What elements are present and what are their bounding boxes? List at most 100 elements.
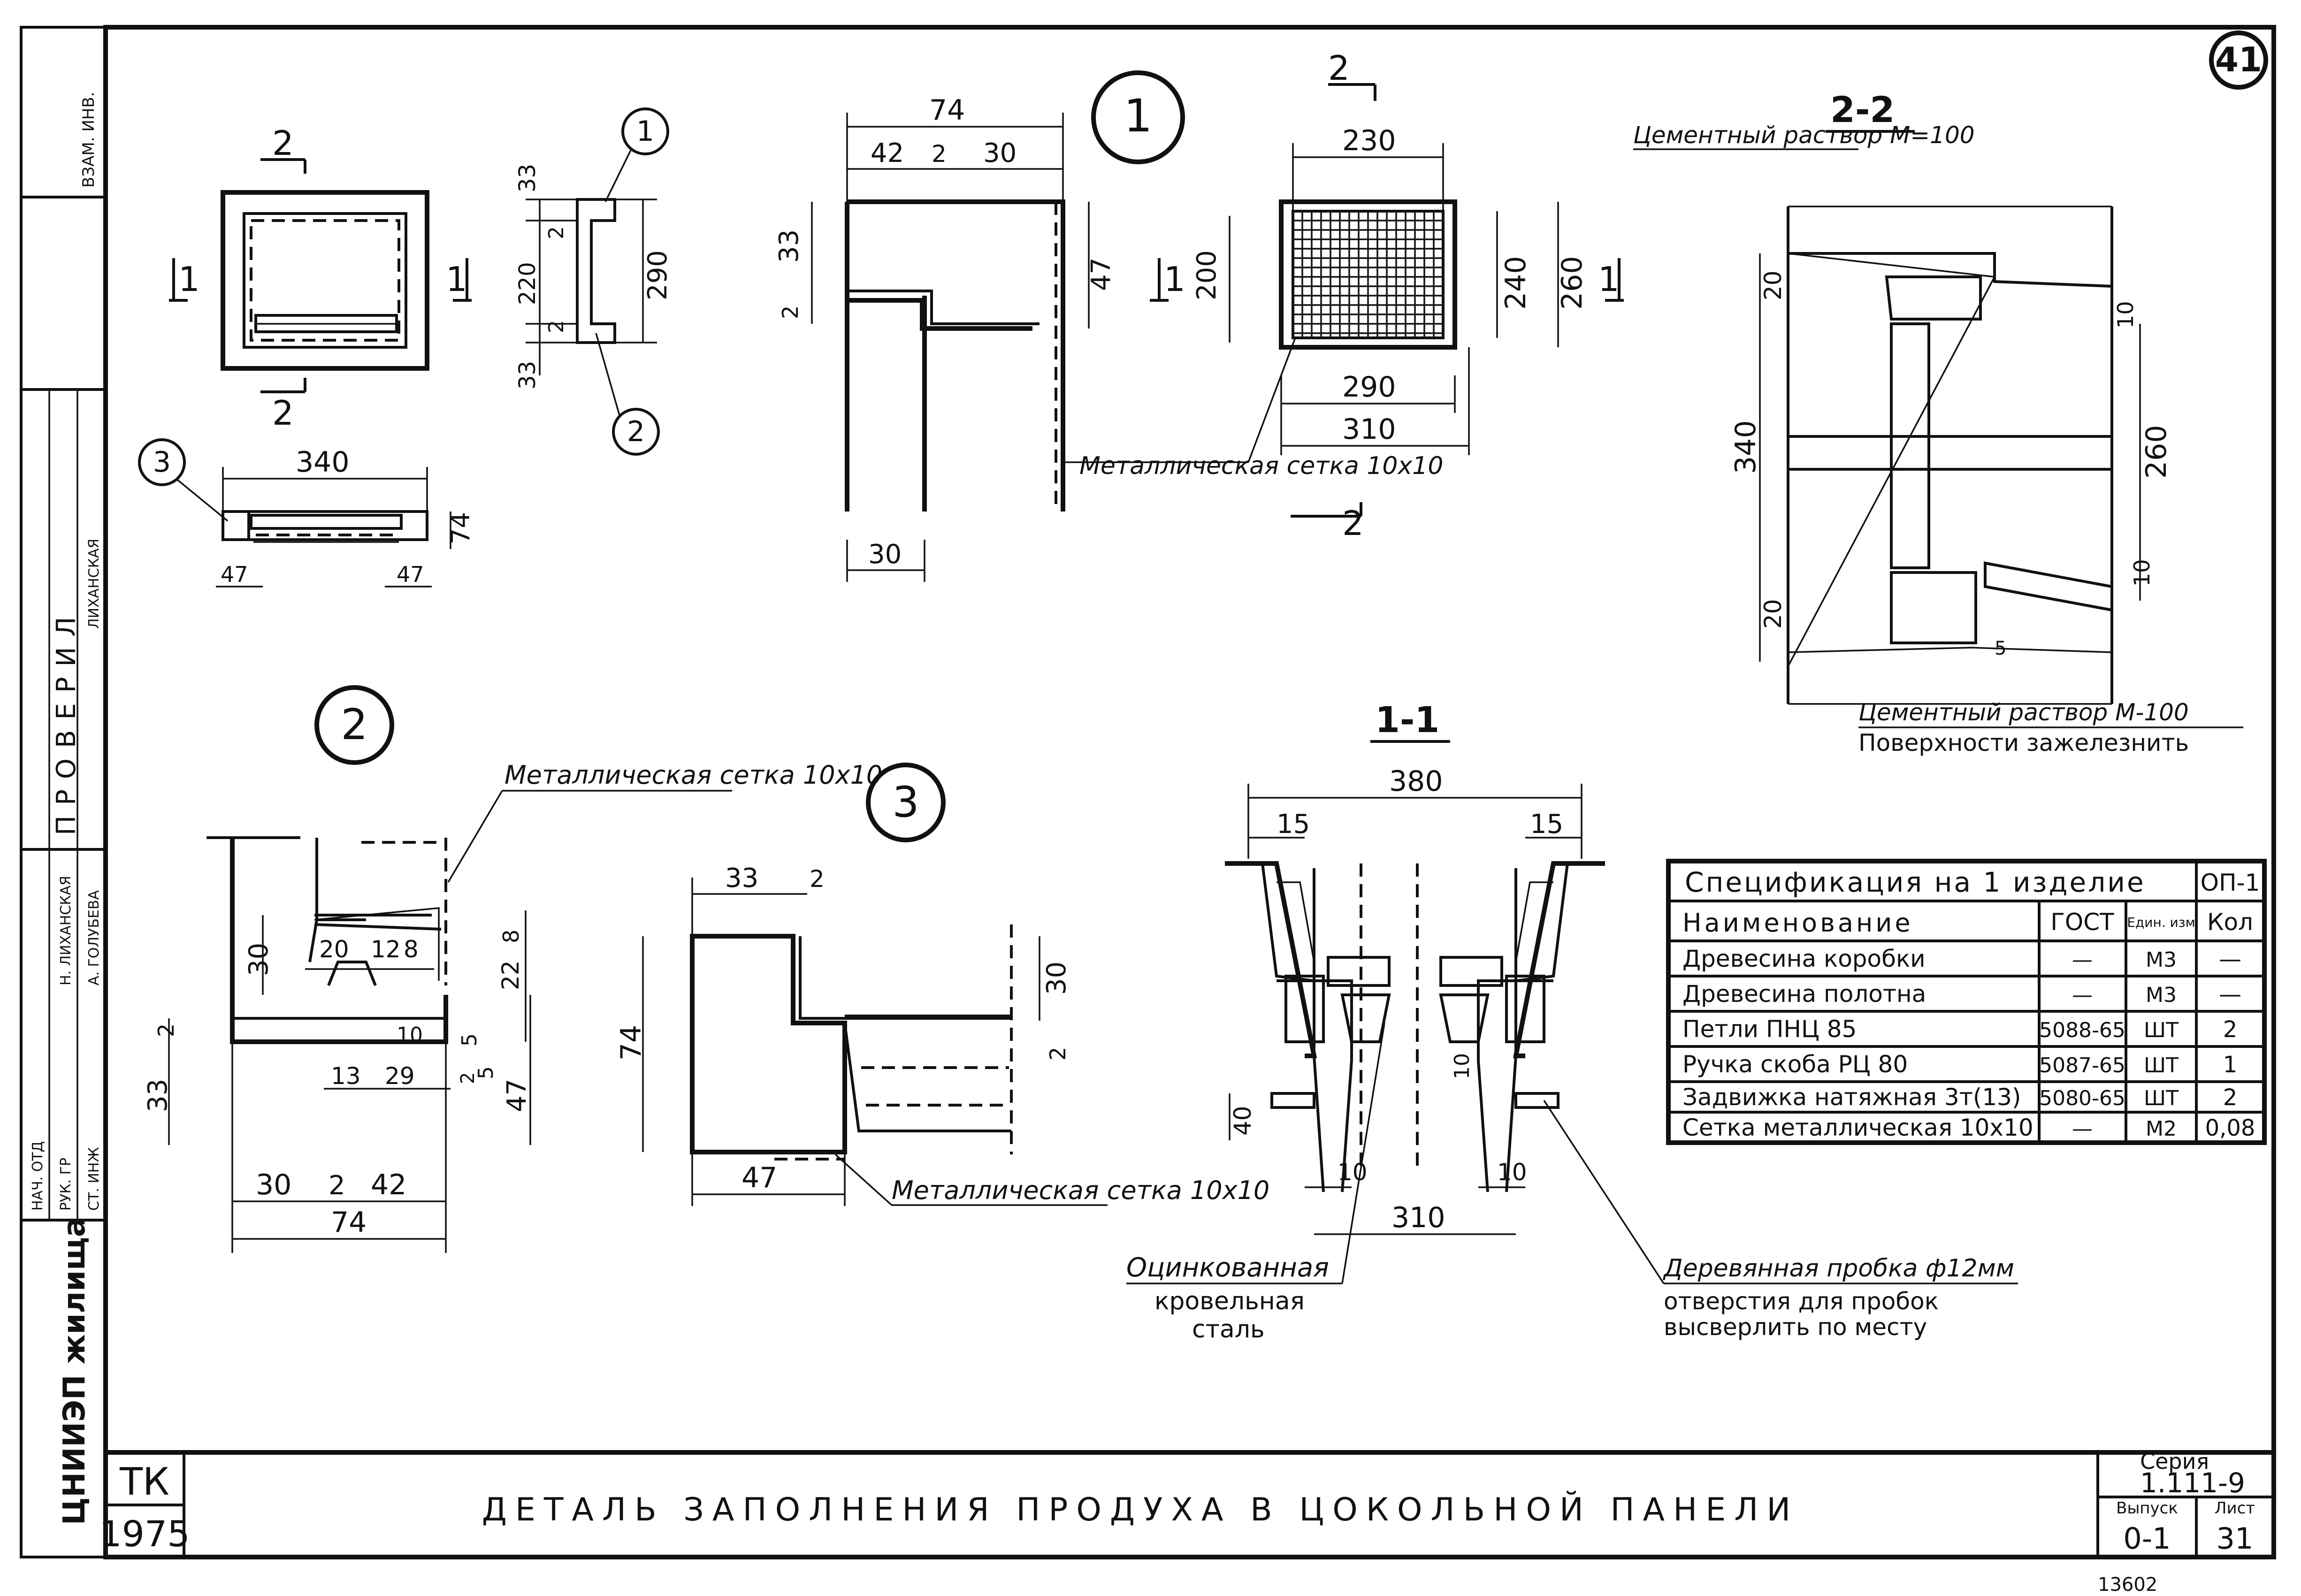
detail-2-dim-20: 20: [319, 936, 349, 963]
detail-2-dim-8-right: 8: [498, 930, 524, 943]
grid-dim-230: 230: [1342, 124, 1396, 157]
bottom-dim-47-right: 47: [397, 562, 424, 587]
grid-view: 2 2 1 1 230 200 240 260 290 310: [1150, 48, 1624, 543]
spec-cell-r2-c1: 5088-65: [2039, 1018, 2125, 1042]
page-value: 31: [2217, 1521, 2254, 1556]
spec-cell-r2-c2: ШТ: [2144, 1018, 2179, 1042]
section-1-1-note-right-1: Деревянная пробка ф12мм: [1663, 1254, 2014, 1283]
spec-cell-r0-c2: М3: [2146, 948, 2177, 972]
issue-label: Выпуск: [2116, 1499, 2178, 1518]
detail-2: 2 30 20 12 8 8 22 2 10 5 13 29 2 5 33 47…: [143, 685, 882, 1253]
detail-1-label: 1: [1124, 90, 1152, 142]
section-2-2-note-bottom-1: Цементный раствор М-100: [1858, 699, 2189, 726]
detail-2-dim-10: 10: [397, 1023, 423, 1047]
spec-cell-r4-c2: ШТ: [2144, 1086, 2179, 1110]
spec-cell-r0-c1: —: [2072, 948, 2093, 972]
detail-1-dim-74: 74: [929, 94, 965, 127]
detail-2-note: Металлическая сетка 10х10: [505, 760, 882, 790]
spec-title: Спецификация на 1 изделие: [1685, 866, 2146, 898]
section-1-1-dim-10-left: 10: [1338, 1159, 1368, 1186]
section-1-1-label: 1-1: [1375, 699, 1439, 741]
series-label: Серия: [2140, 1449, 2209, 1474]
detail-3-dim-33: 33: [725, 863, 758, 893]
section-2-2: 2-2 Цементный раствор М=100 20 340 20 10…: [1633, 89, 2243, 756]
side-callout-1: 1: [636, 115, 654, 148]
section-2-2-dim-20-top: 20: [1759, 270, 1787, 300]
grid-dim-260: 260: [1556, 256, 1589, 310]
spec-cell-r3-c1: 5087-65: [2039, 1054, 2125, 1077]
detail-2-dim-74: 74: [331, 1206, 367, 1239]
spec-cell-r1-c2: М3: [2146, 983, 2177, 1007]
sidebar-role-1: НАЧ. ОТД: [30, 1141, 46, 1211]
section-1-1-dim-10-mid: 10: [1450, 1053, 1474, 1079]
sheet-frame: [103, 25, 2276, 1559]
sidebar-name-3: А. ГОЛУБЕВА: [86, 890, 102, 985]
sidebar-role-3: СТ. ИНЖ: [86, 1147, 102, 1211]
detail-1-dim-47: 47: [1086, 258, 1116, 291]
bottom-dim-47-left: 47: [221, 562, 248, 587]
section-1-1-note-right-3: высверлить по месту: [1664, 1313, 1927, 1341]
issue-value: 0-1: [2123, 1521, 2171, 1556]
section-2-2-note-top: Цементный раствор М=100: [1633, 122, 1975, 149]
grid-dim-200: 200: [1192, 250, 1222, 300]
detail-2-dim-8-top: 8: [404, 936, 419, 963]
detail-1-dim-2b: 2: [778, 305, 803, 319]
detail-3-dim-2-top: 2: [810, 865, 825, 893]
bottom-dim-74: 74: [446, 512, 475, 544]
front-section-mark-bottom: 2: [272, 393, 294, 433]
detail-2-dim-33: 33: [143, 1079, 173, 1112]
bottom-callout-3: 3: [153, 446, 171, 479]
detail-3: 3 33 2 74 30 2 47 Металлическая сетка 10…: [615, 763, 1269, 1206]
detail-2-dim-13: 13: [331, 1062, 361, 1090]
section-1-1-dim-310: 310: [1391, 1201, 1445, 1234]
grid-dim-240: 240: [1499, 256, 1532, 310]
bottom-dim-340: 340: [296, 446, 350, 479]
detail-1-note: Металлическая сетка 10х10: [1079, 452, 1443, 480]
bottom-view: 340 74 47 47 3: [138, 438, 475, 588]
section-1-1: 1-1 380 15 15 40 10: [1126, 699, 2018, 1344]
spec-header-name: Наименование: [1682, 908, 1913, 938]
sidebar-org: ЦНИИЭП жилища: [57, 1217, 92, 1525]
side-dim-33-bottom: 33: [514, 361, 541, 389]
side-profile: 33 2 220 2 33 290 1 2: [514, 107, 673, 456]
section-1-1-dim-15-left: 15: [1277, 809, 1310, 840]
grid-section-mark-top: 2: [1328, 48, 1350, 88]
detail-2-dim-12: 12: [371, 936, 401, 963]
spec-cell-r1-c1: —: [2072, 983, 2093, 1007]
detail-2-dim-2-small: 2: [457, 1072, 479, 1084]
side-dim-2-top: 2: [544, 226, 568, 239]
detail-3-dim-2-right: 2: [1045, 1047, 1070, 1061]
detail-2-label: 2: [341, 700, 367, 749]
detail-3-dim-30: 30: [1041, 962, 1072, 995]
spec-cell-r4-c3: 2: [2223, 1084, 2238, 1111]
spec-cell-r0-c3: —: [2219, 946, 2241, 972]
detail-2-dim-30-bottom: 30: [256, 1168, 291, 1201]
detail-2-dim-47: 47: [502, 1079, 532, 1112]
detail-3-dim-74: 74: [615, 1025, 648, 1061]
spec-cell-r5-c3: 0,08: [2205, 1115, 2255, 1141]
grid-section-mark-bottom: 2: [1342, 504, 1364, 543]
section-2-2-dim-260: 260: [2140, 425, 2173, 479]
spec-cell-r4-c1: 5080-65: [2039, 1086, 2125, 1110]
sidebar-role-2: РУК. ГР: [58, 1158, 74, 1211]
side-dim-290: 290: [642, 250, 673, 300]
spec-header-qty: Кол: [2207, 909, 2253, 936]
series-value: 1.111-9: [2140, 1467, 2245, 1499]
detail-3-note: Металлическая сетка 10х10: [892, 1176, 1269, 1205]
spec-cell-r1-c3: —: [2219, 981, 2241, 1008]
spec-header-unit: Един. изм: [2127, 915, 2195, 930]
sidebar-check-header: ПРОВЕРИЛ: [51, 606, 82, 835]
detail-2-dim-29: 29: [385, 1062, 415, 1090]
section-1-1-dim-10-right: 10: [1497, 1159, 1527, 1186]
spec-table: Спецификация на 1 изделие ОП-1 Наименова…: [1666, 859, 2267, 1145]
detail-1-dim-33: 33: [774, 229, 804, 263]
section-2-2-dim-20-bottom: 20: [1759, 599, 1787, 629]
section-1-1-note-left-2: кровельная: [1154, 1287, 1305, 1315]
grid-side-mark-left: 1: [1164, 260, 1185, 299]
sidebar-tab-vzam: ВЗАМ. ИНВ.: [79, 92, 98, 188]
binding-strip: [20, 26, 107, 1558]
section-2-2-dim-10-top: 10: [2113, 301, 2138, 328]
spec-cell-r5-c0: Сетка металлическая 10х10: [1682, 1114, 2033, 1141]
bottom-code: 13602: [2098, 1574, 2157, 1596]
detail-2-dim-2-left: 2: [153, 1023, 179, 1037]
